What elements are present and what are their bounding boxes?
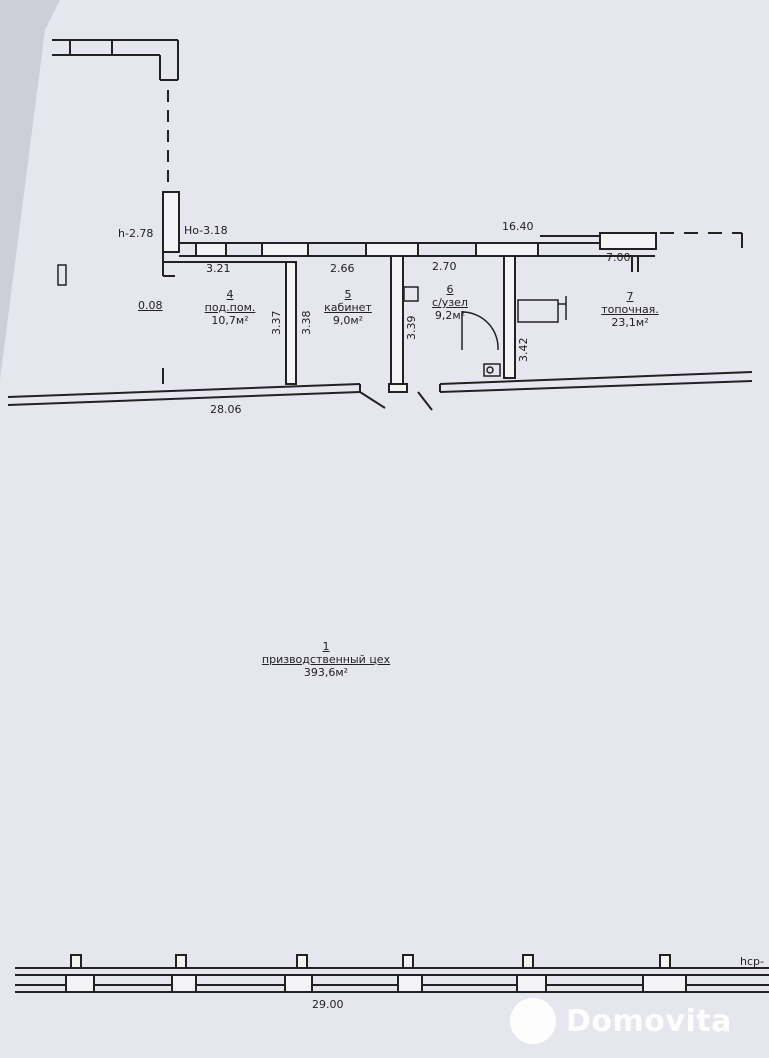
wall-middle <box>7 371 753 411</box>
dim-2-66: 2.66 <box>330 262 355 275</box>
dim-7-00: 7.00 <box>606 251 631 264</box>
room-5-number: 5 <box>344 288 352 301</box>
room-1-area: 393,6м² <box>303 666 349 679</box>
dim-29-00: 29.00 <box>312 998 344 1011</box>
height-label-h: h-2.78 <box>118 227 154 240</box>
room-1-number: 1 <box>322 640 330 653</box>
partition-walls <box>162 255 516 393</box>
room-6-name: с/узел <box>432 296 468 309</box>
dim-3-38: 3.38 <box>300 310 313 336</box>
room-7-label: 7 топочная. 23,1м² <box>601 290 659 329</box>
domovita-logo-icon <box>510 998 556 1044</box>
room-1-label: 1 призводственный цех 393,6м² <box>262 640 390 679</box>
room-4-label: 4 под.пом. 10,7м² <box>205 288 256 327</box>
room-5-label: 5 кабинет 9,0м² <box>324 288 372 327</box>
room-4-area: 10,7м² <box>211 314 249 327</box>
dim-2-70: 2.70 <box>432 260 457 273</box>
wall-bottom <box>15 954 769 993</box>
watermark-text: Domovita <box>566 1003 732 1039</box>
dim-28-06: 28.06 <box>210 403 242 416</box>
room-7-name: топочная. <box>601 303 659 316</box>
dim-top-run: 16.40 <box>502 220 534 233</box>
room-4-number: 4 <box>226 288 234 301</box>
room-7-number: 7 <box>626 290 634 303</box>
room-7-area: 23,1м² <box>611 316 649 329</box>
wall-top-left <box>52 39 179 190</box>
height-label-hcp: hcp- <box>740 955 764 968</box>
room-4-name: под.пом. <box>204 301 256 314</box>
room-6-number: 6 <box>446 283 454 296</box>
height-label-ho: Ho-3.18 <box>184 224 228 237</box>
dim-3-21: 3.21 <box>206 262 231 275</box>
dim-0-08: 0.08 <box>138 299 163 312</box>
dim-3-37: 3.37 <box>270 310 283 336</box>
room-5-area: 9,0м² <box>332 314 364 327</box>
fixtures <box>57 264 567 377</box>
room-1-name: призводственный цех <box>261 653 391 666</box>
room-6-label: 6 с/узел 9,2м² <box>432 283 468 322</box>
dim-3-42: 3.42 <box>517 337 530 363</box>
watermark: Domovita <box>510 998 732 1044</box>
room-5-name: кабинет <box>324 301 372 314</box>
wall-upper <box>162 191 743 277</box>
room-6-area: 9,2м² <box>434 309 466 322</box>
dim-3-39: 3.39 <box>405 315 418 341</box>
